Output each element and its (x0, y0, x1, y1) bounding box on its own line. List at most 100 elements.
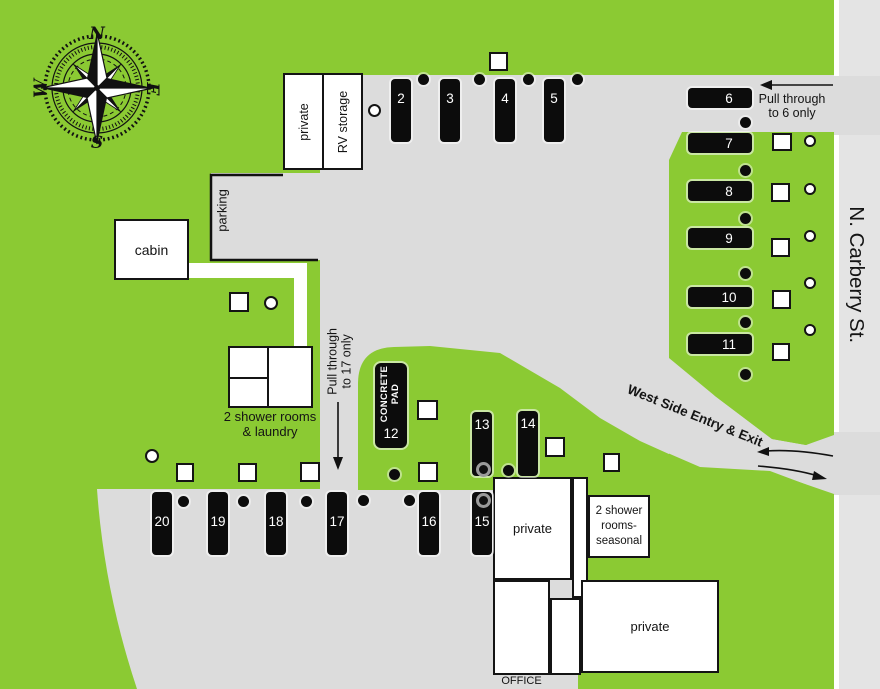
compass-north-label: N (89, 24, 105, 44)
site-18: 18 (266, 492, 286, 555)
hookup-dot (739, 116, 751, 128)
utility-box (418, 462, 438, 482)
laundry-divider-h (230, 377, 267, 379)
utility-box (603, 453, 620, 472)
pull-through-17-arrowhead (333, 457, 343, 470)
building-lower-private: private (581, 580, 719, 673)
footpath (189, 263, 307, 346)
hookup-dot (473, 73, 485, 85)
building-seasonal-showers: 2 shower rooms- seasonal (588, 495, 650, 558)
building-rv-private-cell: private (285, 75, 322, 168)
water-circle (804, 230, 816, 242)
utility-box (417, 400, 438, 420)
site-12-concrete-pad: CONCRETE PAD 12 (375, 363, 407, 448)
building-rv-storage-cell: RV storage (322, 75, 361, 168)
compass-east-label: E (142, 82, 162, 96)
site-4: 4 (495, 79, 515, 142)
laundry-divider-v (267, 348, 269, 406)
site-11: 11 (688, 334, 752, 354)
site-5: 5 (544, 79, 564, 142)
hookup-dot (237, 495, 249, 507)
building-upper-private: private (493, 477, 572, 580)
north-exit-road (834, 76, 880, 135)
cabin-label: cabin (134, 241, 169, 258)
compass-west-label: W (31, 78, 51, 98)
utility-box (489, 52, 508, 71)
building-laundry (228, 346, 313, 408)
hookup-dot (388, 468, 400, 480)
site-16: 16 (419, 492, 439, 555)
compass-south-label: S (90, 133, 104, 153)
building-corridor (572, 477, 588, 598)
pull-through-6-arrowhead (760, 80, 772, 90)
pedestal-marker (475, 492, 491, 508)
seasonal-line3: seasonal (595, 534, 643, 547)
rv-storage-label: RV storage (335, 90, 350, 153)
street-name-label: N. Carberry St. (844, 206, 868, 344)
seasonal-line1: 2 shower (595, 505, 643, 518)
water-circle (367, 103, 381, 117)
site-12-number: 12 (383, 426, 399, 441)
seasonal-line2: rooms- (601, 520, 637, 533)
utility-box (772, 290, 791, 309)
water-circle (264, 296, 278, 310)
west-exit-road (834, 432, 880, 495)
compass-rose (40, 31, 154, 145)
building-office-annex (550, 598, 581, 675)
site-20: 20 (152, 492, 172, 555)
compass-cardinal-points (40, 31, 154, 145)
building-office (493, 580, 550, 675)
lower-private-label: private (630, 619, 670, 634)
parking-border (209, 173, 318, 262)
utility-box (772, 343, 790, 361)
hookup-dot (522, 73, 534, 85)
west-side-road (600, 348, 834, 495)
hookup-dot (739, 316, 751, 328)
hookup-dot (571, 73, 583, 85)
site-15: 15 (472, 492, 492, 555)
parking-label: parking (214, 189, 230, 232)
rv-private-label: private (296, 102, 311, 141)
pedestal-marker (475, 461, 491, 477)
hookup-dot (177, 495, 189, 507)
site-17: 17 (327, 492, 347, 555)
pull-through-17-label: Pull through to 17 only (325, 328, 354, 395)
water-circle (804, 183, 816, 195)
hookup-dot (403, 494, 415, 506)
hookup-dot (739, 267, 751, 279)
utility-box (771, 183, 790, 202)
site-9: 9 (688, 228, 752, 248)
west-arrow-out-head (812, 471, 827, 480)
water-circle (804, 324, 816, 336)
hookup-dot (739, 212, 751, 224)
pull-through-6-label: Pull through to 6 only (758, 92, 826, 121)
west-arrow-in-head (757, 447, 769, 456)
site-8: 8 (688, 181, 752, 201)
site-7: 7 (688, 133, 752, 153)
utility-box (772, 133, 792, 151)
site-3: 3 (440, 79, 460, 142)
hookup-dot (357, 494, 369, 506)
upper-private-label: private (512, 521, 553, 536)
utility-box (545, 437, 565, 457)
hookup-dot (739, 368, 751, 380)
utility-box (229, 292, 249, 312)
site-6: 6 (688, 88, 752, 108)
utility-box (771, 238, 790, 257)
hookup-dot (502, 464, 514, 476)
concrete-pad-label: CONCRETE PAD (379, 366, 401, 423)
utility-box (300, 462, 320, 482)
water-circle (145, 449, 159, 463)
west-arrow-in (765, 449, 834, 457)
building-rv-storage: private RV storage (283, 73, 363, 170)
office-label: OFFICE (501, 675, 542, 687)
hookup-dot (300, 495, 312, 507)
site-13: 13 (472, 412, 492, 476)
site-2: 2 (391, 79, 411, 142)
water-circle (804, 277, 816, 289)
site-14: 14 (518, 411, 538, 476)
utility-box (176, 463, 194, 482)
utility-box (238, 463, 257, 482)
site-10: 10 (688, 287, 752, 307)
